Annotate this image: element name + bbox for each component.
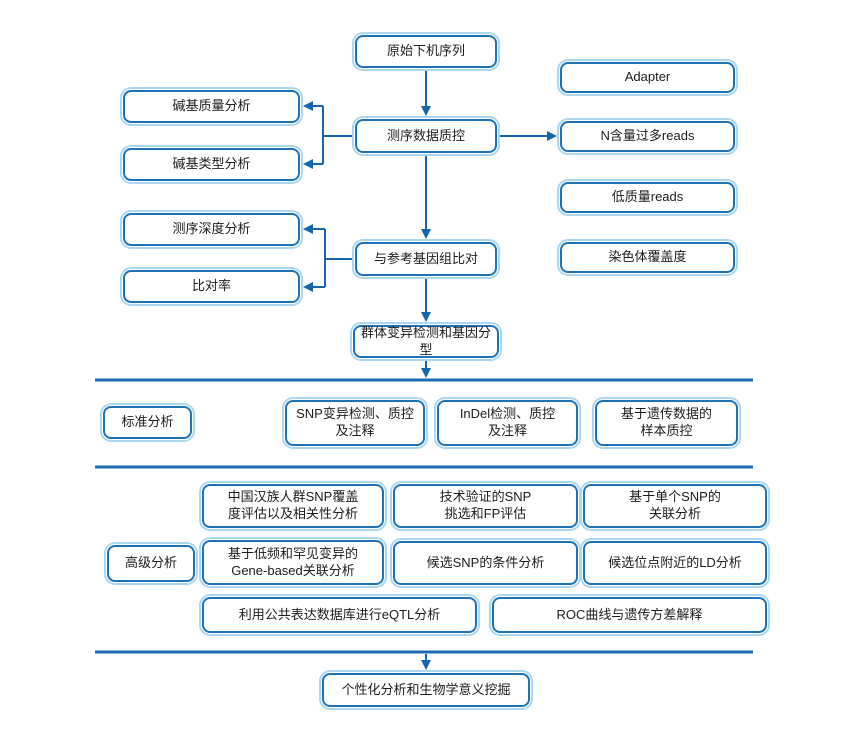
- node-adapter: Adapter: [560, 62, 735, 93]
- branch-align-left: [324, 229, 353, 287]
- node-roc-variance: ROC曲线与遗传方差解释: [492, 597, 767, 633]
- node-sample-qc: 基于遗传数据的 样本质控: [595, 400, 738, 446]
- node-eqtl-analysis: 利用公共表达数据库进行eQTL分析: [202, 597, 477, 633]
- node-chrom-coverage: 染色体覆盖度: [560, 242, 735, 273]
- node-ld-analysis: 候选位点附近的LD分析: [583, 541, 767, 585]
- node-mapping-rate: 比对率: [123, 270, 300, 303]
- branch-qc-left: [322, 106, 353, 164]
- node-gene-based-assoc: 基于低频和罕见变异的 Gene-based关联分析: [202, 540, 384, 585]
- node-base-type: 碱基类型分析: [123, 148, 300, 181]
- node-base-quality: 碱基质量分析: [123, 90, 300, 123]
- node-validated-snp: 技术验证的SNP 挑选和FP评估: [393, 484, 578, 528]
- node-han-snp-coverage: 中国汉族人群SNP覆盖 度评估以及相关性分析: [202, 484, 384, 528]
- node-seq-depth: 测序深度分析: [123, 213, 300, 246]
- label-standard-analysis: 标准分析: [103, 406, 192, 439]
- node-raw-sequence: 原始下机序列: [355, 35, 497, 68]
- node-conditional-analysis: 候选SNP的条件分析: [393, 541, 578, 585]
- node-snp-detection: SNP变异检测、质控 及注释: [285, 400, 425, 446]
- node-variant-genotyping: 群体变异检测和基因分型: [353, 325, 499, 358]
- node-indel-detection: InDel检测、质控 及注释: [437, 400, 578, 446]
- label-advanced-analysis: 高级分析: [107, 545, 195, 582]
- node-sequencing-qc: 测序数据质控: [355, 119, 497, 153]
- node-low-quality-reads: 低质量reads: [560, 182, 735, 213]
- node-n-content-reads: N含量过多reads: [560, 121, 735, 152]
- node-align-reference: 与参考基因组比对: [355, 242, 497, 276]
- node-single-snp-assoc: 基于单个SNP的 关联分析: [583, 484, 767, 528]
- node-personalized-analysis: 个性化分析和生物学意义挖掘: [322, 673, 530, 707]
